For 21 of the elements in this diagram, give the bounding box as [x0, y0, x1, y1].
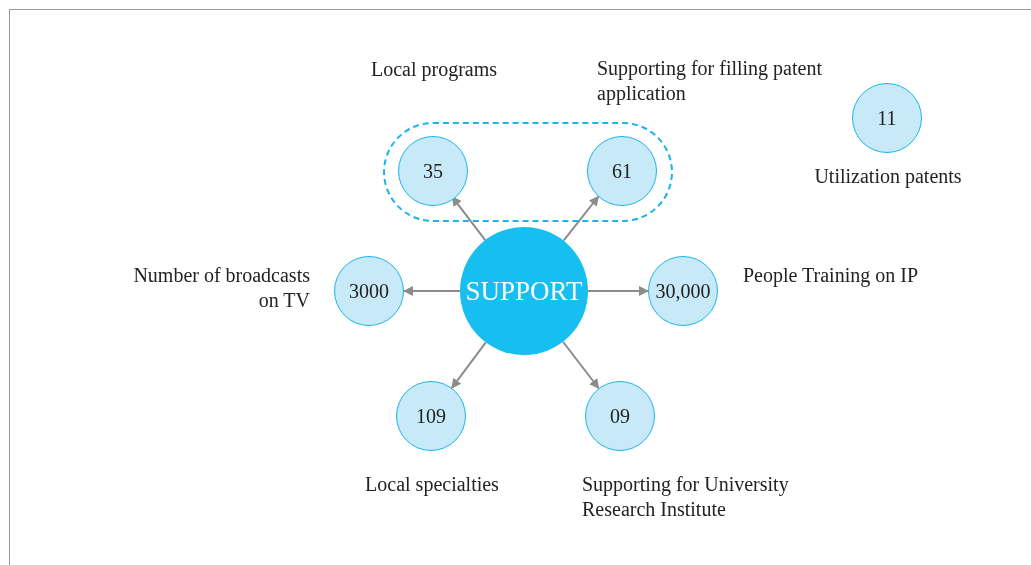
node-value: 61 — [612, 161, 632, 181]
arrow — [562, 195, 600, 242]
node-value: 09 — [610, 406, 630, 426]
arrow — [403, 286, 461, 296]
node-value: 35 — [423, 161, 443, 181]
arrow — [587, 286, 649, 296]
node-value: SUPPORT — [465, 277, 583, 305]
node-value: 30,000 — [655, 281, 711, 301]
arrow — [562, 340, 600, 390]
arrow — [450, 341, 487, 389]
node-value: 109 — [416, 406, 446, 426]
node-caption: Local specialties — [364, 472, 500, 497]
node-caption: Supporting for filling patent application — [597, 56, 823, 106]
node-value: 3000 — [349, 281, 389, 301]
node-value: 11 — [877, 108, 897, 128]
node-caption: Utilization patents — [813, 164, 963, 189]
arrow — [451, 195, 487, 242]
node-caption: Local programs — [369, 57, 499, 82]
node-caption: Supporting for University Research Institute — [582, 472, 790, 522]
node-caption: People Training on IP — [743, 263, 920, 288]
node-caption: Number of broadcasts on TV — [132, 263, 310, 313]
